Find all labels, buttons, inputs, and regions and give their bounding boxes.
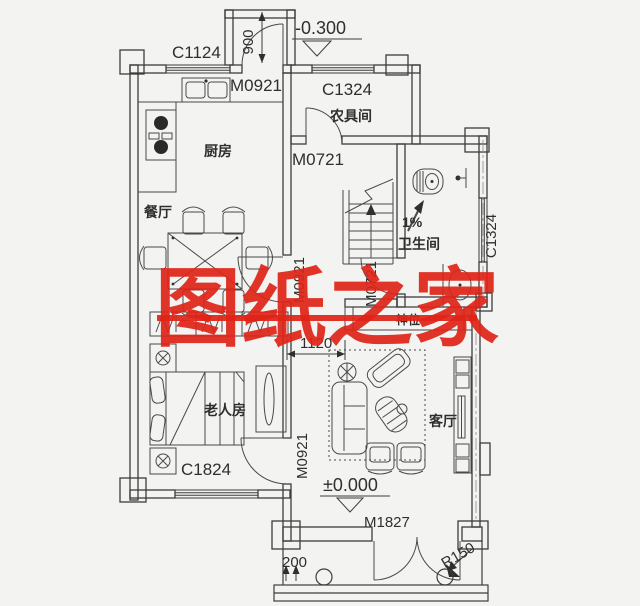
bedroom-furniture [149,343,287,475]
stove [145,109,177,161]
wall-centerlines [475,140,484,522]
entry-porch [273,541,489,602]
dimension-1120: 1120 [300,335,332,352]
porch-column [315,568,333,586]
nightstand [149,447,177,475]
door-swings [237,23,461,581]
porch-column [436,568,454,586]
double-bed [149,371,245,446]
dining-table [167,232,243,290]
elevation-main: ±0.000 [323,475,378,495]
wash-basin [448,269,472,301]
tv-cabinet [453,356,472,474]
chaise-chair [366,348,411,388]
toilet [412,168,444,195]
dining-furniture [139,206,273,318]
armchair [396,442,426,475]
rug-outline [328,349,426,461]
door-label-m0921-hall: M0921 [291,257,308,303]
room-label-farm-tools: 农具间 [329,108,372,124]
window-label-c1324-right: C1324 [483,214,500,258]
door-label-m0721-farm: M0721 [292,150,344,169]
coffee-table [375,396,408,433]
dimension-900: 900 [240,29,257,54]
watermark-text: 图纸之家 [155,261,499,357]
watermark: 图纸之家 [155,261,499,357]
door-label-m1827-entry: M1827 [364,514,410,531]
room-label-living: 客厅 [428,413,457,429]
window-label-c1324-top: C1324 [322,80,372,99]
armchair [365,442,395,475]
room-label-elderly-bedroom: 老人房 [204,402,246,418]
window-label-c1824: C1824 [181,460,231,479]
kitchen-sink [181,77,231,103]
door-label-m0721-bath: M0721 [363,261,380,307]
door-label-m0921-back: M0921 [230,76,282,95]
dimension-marks [258,12,473,581]
room-label-bathroom: 卫生间 [398,236,440,252]
kitchen-fixtures [138,77,283,193]
elevation-back: -0.300 [295,18,346,38]
sideboard-cabinet [149,311,289,337]
room-label-kitchen: 厨房 [204,143,232,159]
bathroom-fixtures [407,168,472,307]
slope-label: 1% [402,214,423,230]
room-label-dining: 餐厅 [143,204,172,220]
window-label-c1124: C1124 [172,43,221,62]
dimension-200: 200 [282,554,307,571]
stairs [342,178,394,265]
wardrobe [255,365,287,433]
door-label-m0921-bedroom: M0921 [294,433,311,479]
sofa [331,381,368,455]
